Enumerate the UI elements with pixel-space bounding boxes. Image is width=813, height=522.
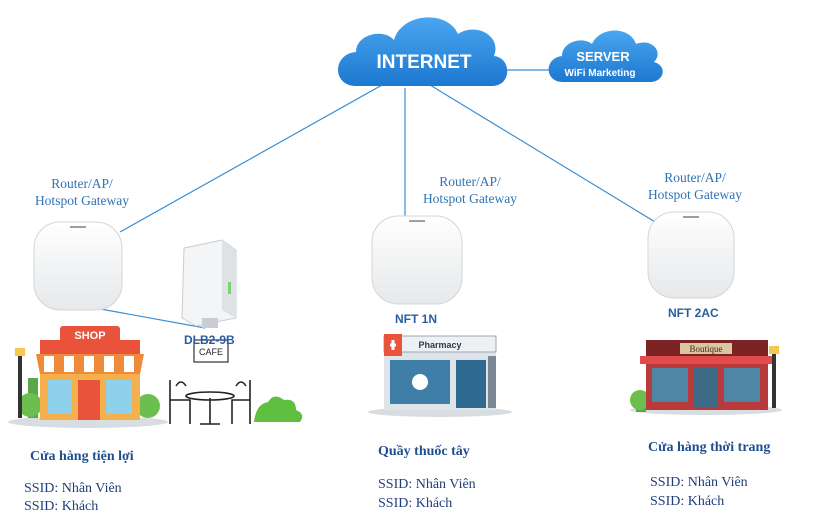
link-gateway-dlb: [94, 307, 206, 329]
access-point-center: [371, 215, 463, 305]
cafe-scene: CAFE: [169, 339, 303, 425]
server-cloud: SERVER WiFi Marketing: [548, 30, 663, 82]
link-internet-gateway-left: [119, 84, 383, 233]
link-internet-gateway-right: [429, 84, 666, 229]
store-title-convenience: Cửa hàng tiện lợi: [30, 449, 134, 464]
gateway-label-right-line2: Hotspot Gateway: [647, 187, 743, 202]
gateway-label-center: Router/AP/ Hotspot Gateway: [410, 173, 530, 207]
gateway-label-left: Router/AP/ Hotspot Gateway: [22, 175, 142, 209]
store-fashion-ssid-guest: SSID: Khách: [650, 494, 725, 509]
store-title-pharmacy: Quầy thuốc tây: [378, 444, 470, 459]
gateway-label-center-line2: Hotspot Gateway: [422, 191, 518, 206]
server-label: SERVER: [576, 49, 630, 64]
pharmacy-sign: Pharmacy: [418, 340, 461, 350]
device-label-nft2: NFT 2AC: [668, 306, 719, 320]
shop-storefront: SHOP: [8, 326, 168, 428]
gateway-label-center-line1: Router/AP/: [439, 174, 501, 189]
boutique-storefront: Boutique: [630, 340, 782, 415]
store-fashion-ssid-staff: SSID: Nhân Viên: [650, 475, 748, 490]
outdoor-cpe-device: [181, 239, 237, 328]
pharmacy-storefront: Pharmacy: [368, 334, 512, 417]
store-convenience-ssid-staff: SSID: Nhân Viên: [24, 481, 122, 496]
gateway-label-right-line1: Router/AP/: [664, 170, 726, 185]
boutique-sign: Boutique: [690, 344, 723, 354]
shop-sign: SHOP: [74, 330, 105, 342]
connection-lines: [94, 69, 666, 329]
device-label-dlb: DLB2-9B: [184, 333, 235, 347]
store-convenience-ssid-guest: SSID: Khách: [24, 499, 99, 514]
store-title-fashion: Cửa hàng thời trang: [648, 440, 771, 455]
store-pharmacy-ssid-staff: SSID: Nhân Viên: [378, 477, 476, 492]
gateway-label-left-line1: Router/AP/: [51, 176, 113, 191]
access-point-right: [647, 211, 735, 299]
gateway-label-right: Router/AP/ Hotspot Gateway: [635, 169, 755, 203]
device-label-nft1: NFT 1N: [395, 312, 437, 326]
server-sublabel: WiFi Marketing: [564, 68, 635, 79]
store-pharmacy-ssid-guest: SSID: Khách: [378, 496, 453, 511]
cafe-sign: CAFE: [199, 347, 223, 357]
access-point-left: [33, 221, 123, 311]
gateway-label-left-line2: Hotspot Gateway: [34, 193, 130, 208]
internet-cloud: INTERNET: [338, 17, 508, 87]
internet-label: INTERNET: [377, 52, 472, 73]
